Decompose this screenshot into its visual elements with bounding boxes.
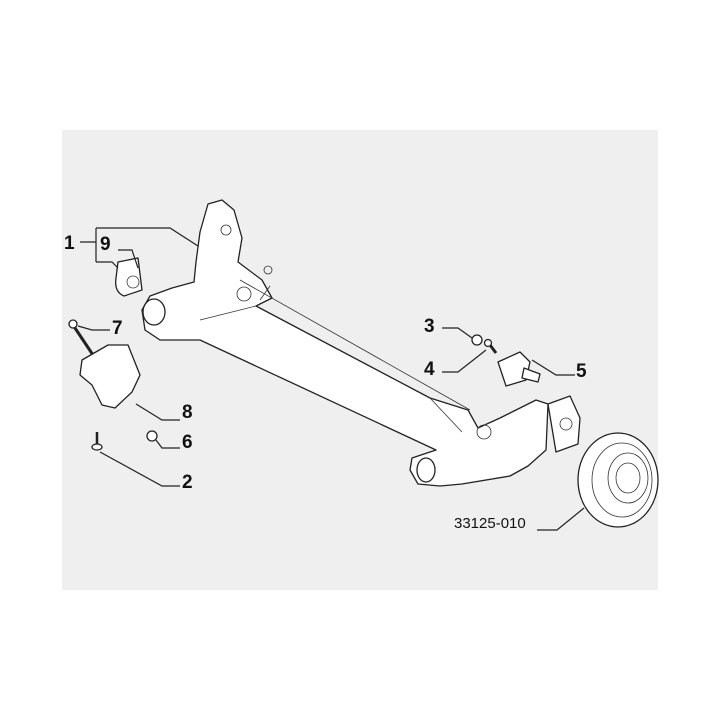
stub-axle-part-5	[497, 351, 541, 387]
washer-part-3	[471, 334, 483, 346]
leader-lines	[77, 227, 585, 531]
callout-6[interactable]: 6	[182, 432, 193, 453]
diagram-panel	[62, 130, 658, 590]
bolt-part-4	[483, 338, 498, 354]
bolt-part-2	[91, 432, 103, 451]
bushing-part-9	[115, 257, 143, 297]
callout-5[interactable]: 5	[576, 361, 587, 382]
bracket-part-8	[79, 344, 141, 409]
callout-1[interactable]: 1	[64, 233, 75, 254]
rear-axle-beam	[141, 199, 581, 487]
nut-part-6	[146, 430, 158, 442]
brake-drum	[577, 432, 659, 528]
callout-8[interactable]: 8	[182, 402, 193, 423]
reference-code: 33125-010	[454, 515, 526, 532]
callout-2[interactable]: 2	[182, 472, 193, 493]
callout-4[interactable]: 4	[424, 359, 435, 380]
callout-7[interactable]: 7	[112, 318, 123, 339]
bolt-part-7	[68, 319, 97, 359]
callout-3[interactable]: 3	[424, 316, 435, 337]
callout-9[interactable]: 9	[100, 234, 111, 255]
